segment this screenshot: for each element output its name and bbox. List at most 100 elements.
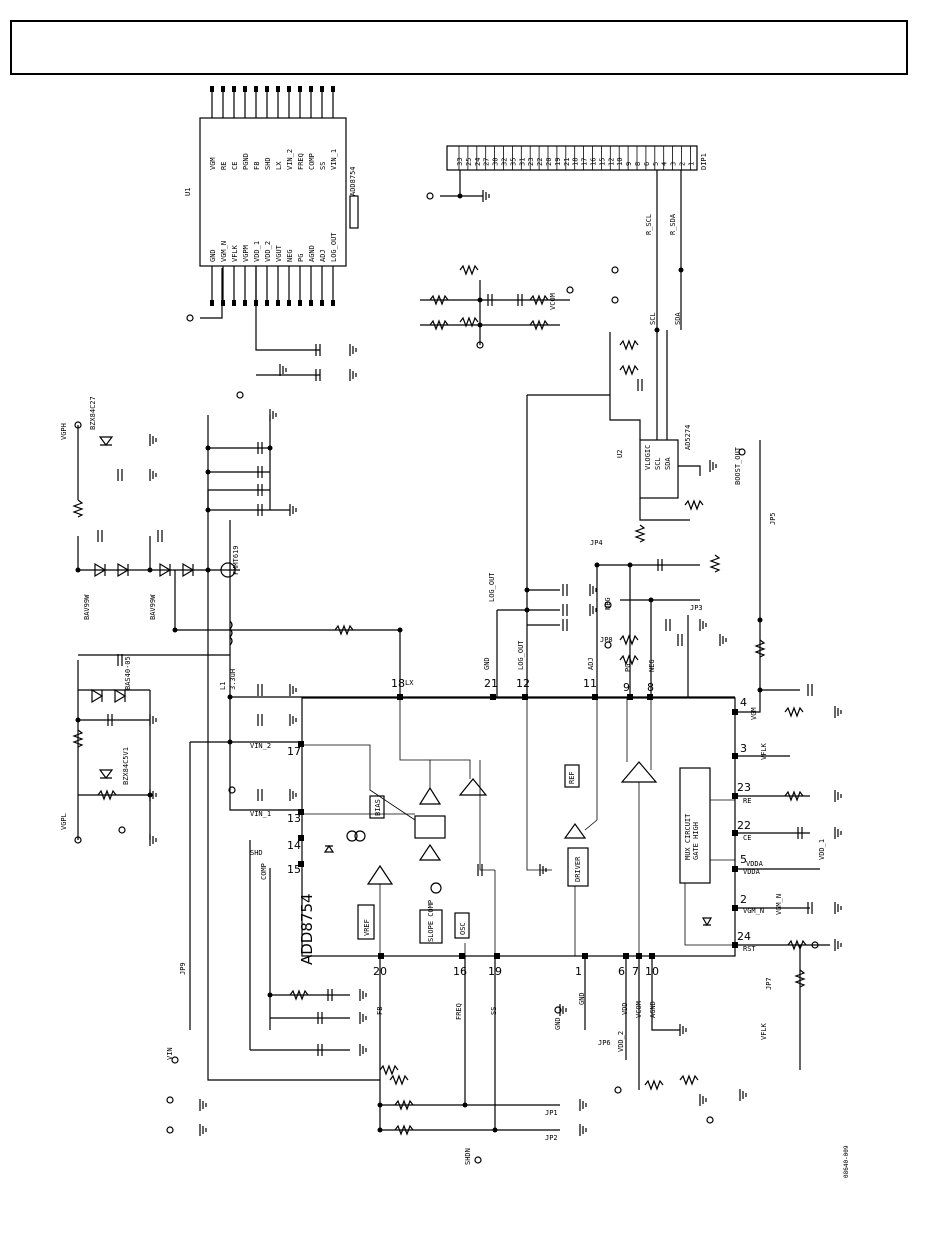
u1-right-pin-label: SS — [319, 162, 327, 170]
pin-1-name: GND — [578, 992, 586, 1005]
current-sense-amp — [418, 786, 442, 805]
l1-inductor — [229, 620, 233, 646]
resistor-symbol — [429, 319, 449, 331]
u1-left-pin-label: NEG — [286, 249, 294, 262]
u1-ref: U1 — [184, 188, 192, 196]
test-points — [74, 192, 819, 1164]
resistor-symbol — [794, 969, 806, 988]
d1b-diode — [117, 562, 130, 578]
adj-amp — [563, 822, 587, 839]
u1-part: ADD8754 — [349, 166, 357, 196]
pin-3-num: 3 — [740, 742, 747, 755]
jp3-label: JP3 — [690, 604, 703, 612]
dip1-pin-number: 20 — [545, 158, 553, 166]
net-vgm-n: VGM_N — [775, 894, 783, 915]
d5-zener — [98, 769, 114, 779]
u1-left-pin-label: PG — [297, 254, 305, 262]
u1-left-pin-label: VGM_N — [220, 241, 228, 262]
pin-24-num: 24 — [737, 930, 751, 943]
pin-9-num: 9 — [623, 681, 630, 694]
pin-1-num: 1 — [575, 965, 582, 978]
resistor-symbol — [787, 939, 807, 951]
pin-17-num: 17 — [287, 745, 301, 758]
resistor-symbol — [394, 1124, 414, 1136]
u1-right-pin-label: COMP — [308, 153, 316, 170]
net-vcom: VCOM — [549, 293, 557, 310]
gate-driver-amp — [458, 778, 488, 796]
dip1-pin-number: 17 — [581, 158, 589, 166]
net-r-sda: R_SDA — [669, 213, 677, 235]
pin-21-name: GND — [483, 657, 491, 670]
u1-left-pin-label: LOG_OUT — [330, 232, 338, 262]
pin-21-num: 21 — [484, 677, 498, 690]
dip1-pin-number: 35 — [509, 158, 517, 166]
pin-14-num: 14 — [287, 839, 301, 852]
resistor-symbol — [784, 790, 804, 802]
net-r-scl: R_SCL — [645, 214, 653, 235]
dip1-pin-number: 21 — [563, 158, 571, 166]
net-gnd: GND — [554, 1017, 562, 1030]
dip1-pin-number: 8 — [634, 162, 642, 166]
figure-id: 08640-009 — [843, 1145, 850, 1178]
ground-symbols — [149, 190, 842, 1136]
u1-left-pin-label: ADJ — [319, 249, 327, 262]
resistor-symbol — [634, 524, 646, 543]
pwm-comparator — [418, 843, 442, 861]
dip1-pin-number: 27 — [483, 158, 491, 166]
u1-left-pin-label: VGPM — [242, 245, 250, 262]
resistor-symbol — [784, 706, 804, 718]
jp8-label: JP8 — [600, 636, 613, 644]
pin-23-num: 23 — [737, 781, 751, 794]
d4a-diode — [91, 688, 104, 704]
u1-left-pin-label: VFLK — [231, 244, 239, 262]
u1-right-pin-label: VIN_2 — [286, 149, 294, 170]
pin-16-name: FREQ — [455, 1003, 463, 1020]
dip1-pin-number: 12 — [607, 158, 615, 166]
pin-7-num: 7 — [632, 965, 639, 978]
pin-19-name: SS — [490, 1007, 498, 1015]
resistor-symbol — [619, 634, 639, 646]
resistor-symbol — [459, 316, 479, 328]
d4b-diode — [114, 688, 127, 704]
pin-11-num: 11 — [583, 677, 597, 690]
pin-12-num: 12 — [516, 677, 530, 690]
jp7-label: JP7 — [765, 977, 773, 990]
resistor-symbol — [459, 264, 479, 276]
u1-right-pin-label: RE — [220, 162, 228, 170]
pin-11-name: ADJ — [587, 657, 595, 670]
d2-part: BAV99W — [149, 594, 157, 620]
dip1-pin-number: 4 — [661, 162, 669, 166]
dip1-ref: DIP1 — [700, 153, 708, 170]
jp5-label: JP5 — [769, 512, 777, 525]
resistor-symbol — [619, 339, 639, 351]
pin-13-name: VIN_1 — [250, 810, 271, 818]
resistor-symbol — [334, 624, 354, 636]
driver-block — [567, 847, 589, 887]
net-vflk: VFLK — [760, 1022, 768, 1040]
gate-high-block — [679, 767, 711, 884]
main-ic-body: ADD8754 GATE HIGH MUX CIRCUIT DRIVER REF… — [298, 697, 736, 965]
resistor-symbol — [684, 499, 704, 511]
resistor-symbol — [289, 989, 309, 1001]
dip1-pin-number: 23 — [527, 158, 535, 166]
dip1-pin-number: 18 — [572, 158, 580, 166]
resistor-symbol — [754, 639, 766, 658]
jp9-label: JP9 — [179, 962, 187, 975]
u1-right-pin-label: SHD — [264, 157, 272, 170]
resistor-symbol — [72, 499, 84, 518]
pin-5-name: VDDA — [743, 868, 761, 876]
resistor-symbol — [709, 554, 721, 573]
net-shdn: SHDN — [464, 1148, 472, 1165]
main-wiring — [77, 268, 830, 1131]
dip1-pin-number: 22 — [536, 158, 544, 166]
pin-9-name: PG — [624, 664, 632, 672]
l1-value: 3.3uH — [229, 669, 237, 690]
d3-zener — [98, 436, 114, 446]
jp1-label: JP1 — [545, 1109, 558, 1117]
u1-right-pin-label: VIN_1 — [330, 149, 338, 170]
u2-ref: U2 — [616, 450, 624, 458]
dip1-pin-number: 25 — [465, 158, 473, 166]
pin-22-num: 22 — [737, 819, 751, 832]
